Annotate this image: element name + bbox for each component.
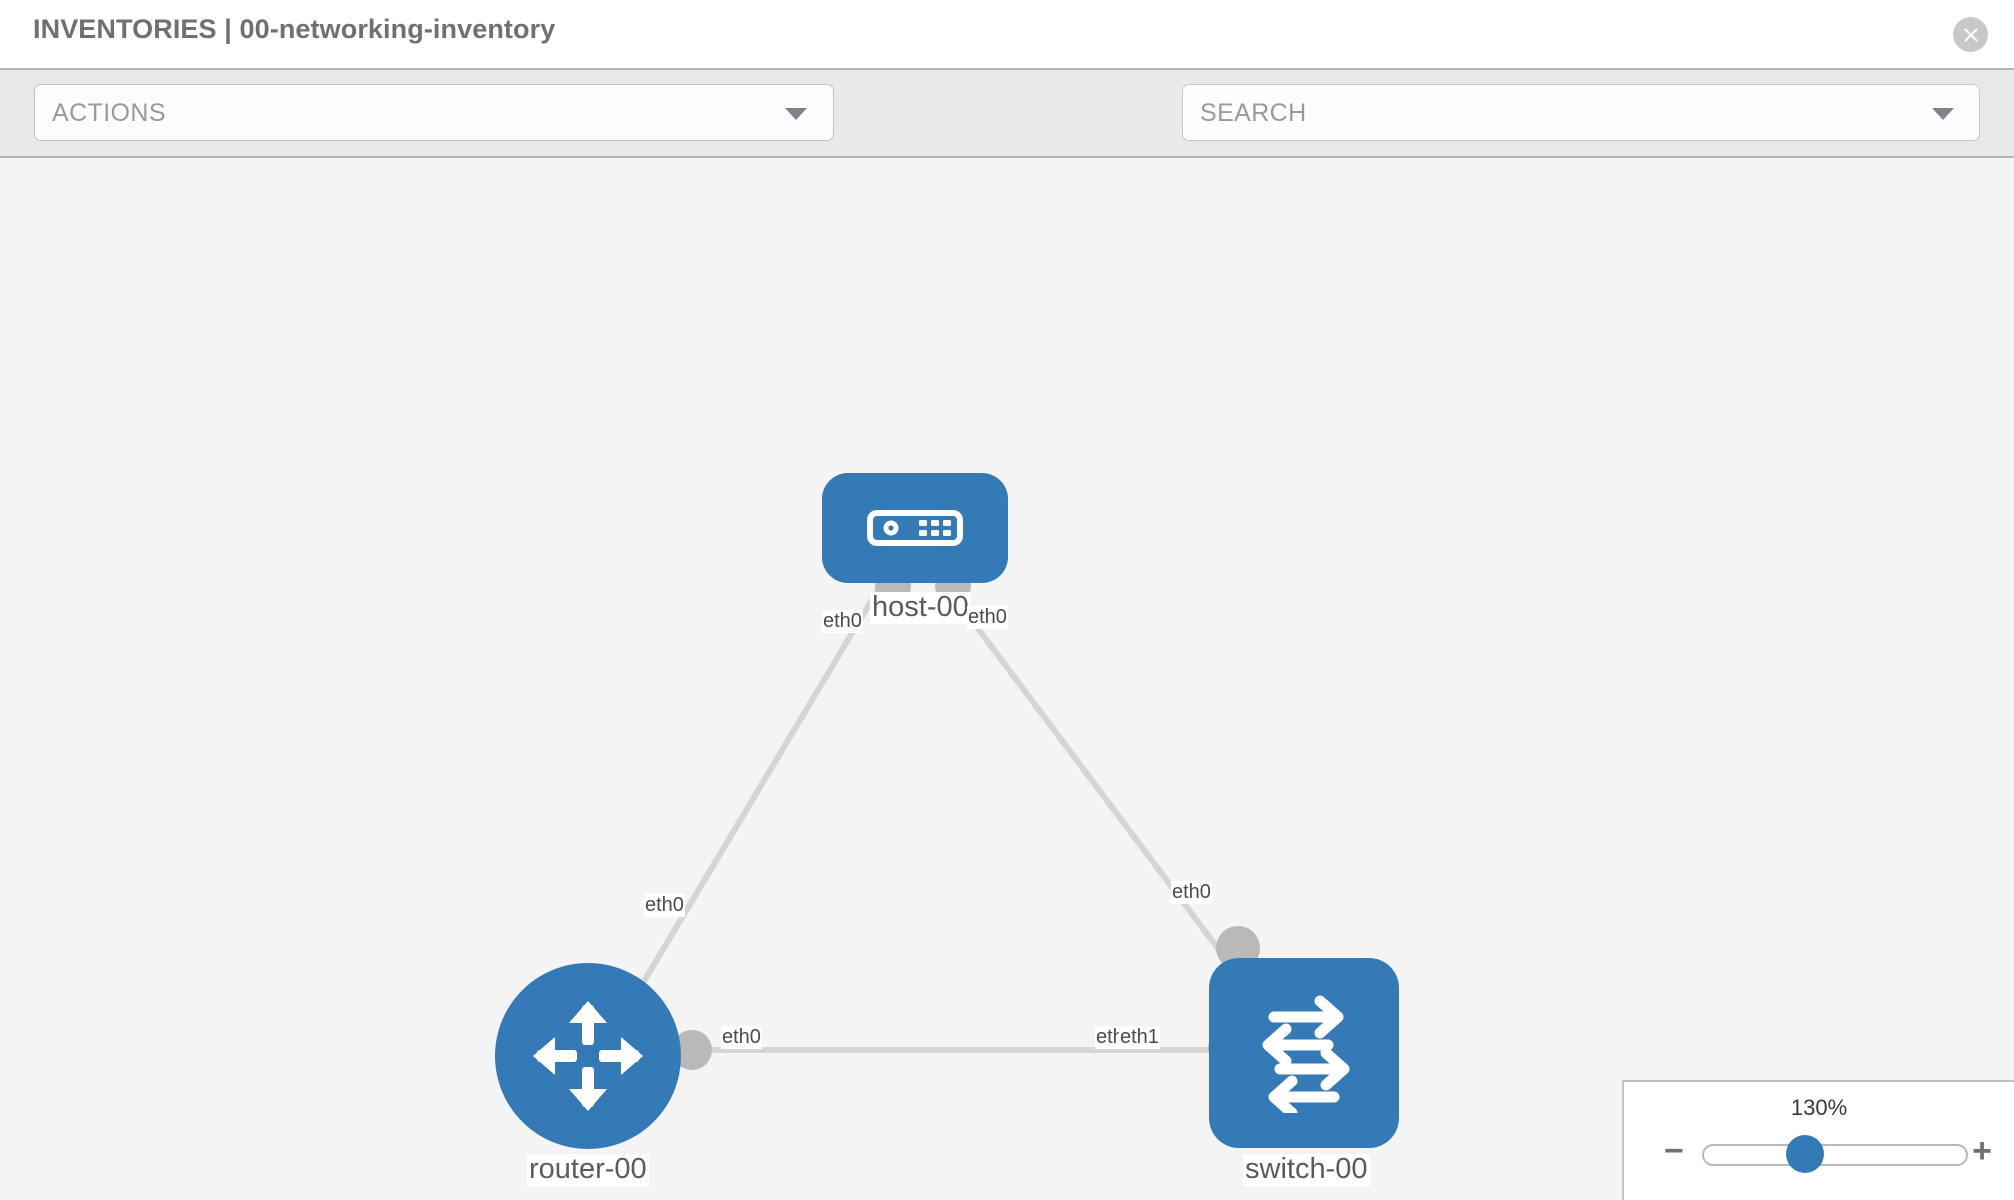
edge-label-host-eth0-left: eth0 [822, 610, 863, 633]
close-icon [1960, 24, 1982, 46]
zoom-control-panel: 130% − + [1622, 1080, 2014, 1200]
edge-label-switch-eth0-up: eth0 [1171, 881, 1212, 904]
node-label-router-00: router-00 [527, 1153, 649, 1186]
toolbar: ACTIONS SEARCH [0, 68, 2014, 198]
four-arrows-in-icon [529, 997, 647, 1115]
search-placeholder: SEARCH [1200, 99, 1307, 127]
chevron-down-icon[interactable] [1932, 108, 1954, 120]
node-router-00[interactable] [495, 963, 681, 1149]
chevron-down-icon [785, 108, 807, 120]
zoom-in-button[interactable]: + [1972, 1132, 1992, 1170]
edge-label-router-eth0-mid: eth0 [721, 1026, 762, 1049]
actions-dropdown-label: ACTIONS [52, 99, 166, 127]
zoom-slider-thumb[interactable] [1786, 1135, 1824, 1173]
edge-label-switch-eth1-mid: eth1 [1119, 1026, 1160, 1049]
switch-arrows-icon [1242, 993, 1366, 1113]
node-label-switch-00: switch-00 [1243, 1153, 1370, 1186]
zoom-slider-track[interactable] [1702, 1144, 1968, 1166]
actions-dropdown[interactable]: ACTIONS [34, 84, 834, 141]
page-header: INVENTORIES | 00-networking-inventory [0, 0, 2014, 68]
zoom-out-button[interactable]: − [1664, 1132, 1684, 1170]
node-host-00[interactable] [822, 473, 1008, 583]
node-label-host-00: host-00 [870, 591, 971, 624]
topology-canvas[interactable]: host-00 router-00 switch-00 eth0 eth0 et… [0, 158, 2014, 1200]
page-title: INVENTORIES | 00-networking-inventory [33, 14, 556, 44]
server-icon [867, 506, 963, 550]
close-button[interactable] [1953, 17, 1988, 52]
edge-label-switch-eth-mid: eth [1095, 1026, 1125, 1049]
search-input[interactable]: SEARCH [1182, 84, 1980, 141]
node-switch-00[interactable] [1209, 958, 1399, 1148]
topology-edges [637, 568, 1260, 1070]
edge-label-host-eth0-right: eth0 [967, 606, 1008, 629]
edge-label-router-eth0-up: eth0 [644, 894, 685, 917]
zoom-level-value: 130% [1790, 1095, 1848, 1120]
